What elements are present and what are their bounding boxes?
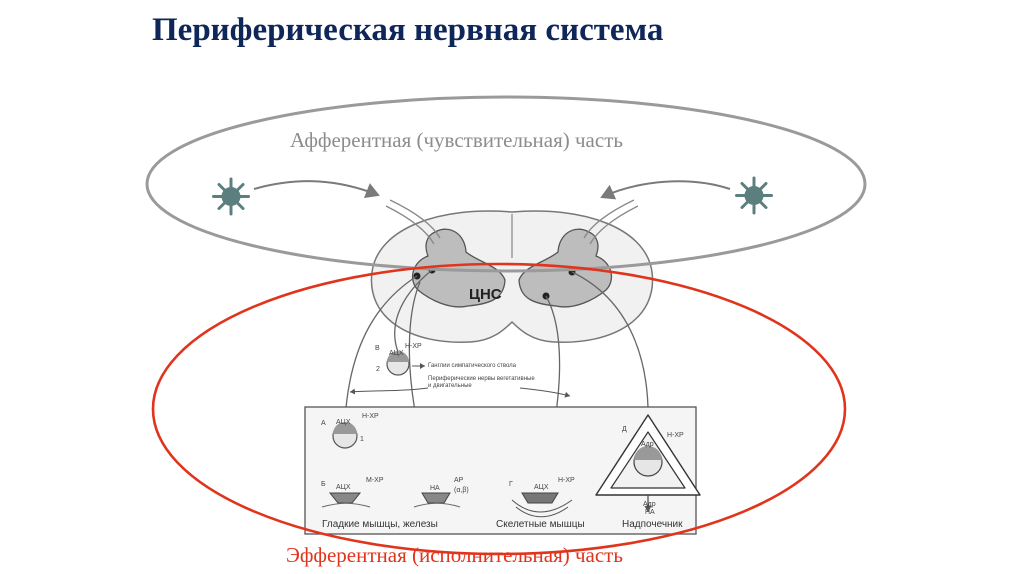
g-top-label: АЦХ [534,484,549,491]
afferent-arrow-left [253,180,380,199]
letter-v: В [375,345,380,352]
ganglion-label: Ганглии симпатического ствола [428,363,516,369]
a-num-label: 1 [360,436,364,443]
a-top-label: АЦХ [336,419,351,426]
letter-d: Д [622,426,627,433]
a-right-label: Н-ХР [362,413,379,420]
ganglion-node-a [332,422,358,449]
d-bottom-label-2: НА [645,509,655,516]
nerves-arrow-left [349,387,429,395]
v-right-label: Н-ХР [405,343,422,350]
d-right-label: Н-ХР [667,432,684,439]
caption-adrenal: Надпочечник [622,519,683,530]
b-top-label: АЦХ [336,484,351,491]
afferent-ellipse [145,95,867,273]
letter-b: Б [321,481,326,488]
afferent-arrow-right [600,180,731,200]
d-top-label: Адр [641,441,654,448]
mid-right-label: АР [454,477,464,484]
smooth-muscle-target [321,492,371,508]
v-top-label: АЦХ [389,350,404,357]
caption-skeletal-muscles: Скелетные мышцы [496,519,585,530]
slide-title: Периферическая нервная система [152,12,664,48]
caption-smooth-muscles: Гладкие мышцы, железы [322,519,438,530]
d-bottom-label-1: Адр [643,501,656,508]
adrenal-gland [595,414,701,512]
receptor-right-icon [735,176,773,215]
efferent-label: Эфферентная (исполнительная) часть [286,543,623,567]
efferent-ellipse [151,262,847,556]
nerves-arrow-right [519,387,571,398]
g-right-label: Н-ХР [558,477,575,484]
spinal-cord [370,199,654,343]
ganglion-node-v [386,351,425,376]
afferent-label: Афферентная (чувствительная) часть [290,128,623,152]
v-num-label: 2 [376,366,380,373]
peripheral-nerves-label: Периферические нервы вегетативные и двиг… [428,376,535,389]
gland-target [413,492,461,508]
letter-g: Г [509,481,513,488]
b-right-label: М-ХР [366,477,384,484]
cns-label: ЦНС [469,286,502,303]
mid-top-label: НА [430,485,440,492]
letter-a: А [321,420,326,427]
receptor-left-icon [212,177,250,216]
skeletal-muscle-target [511,492,573,518]
mid-sub-label: (α,β) [454,487,469,494]
